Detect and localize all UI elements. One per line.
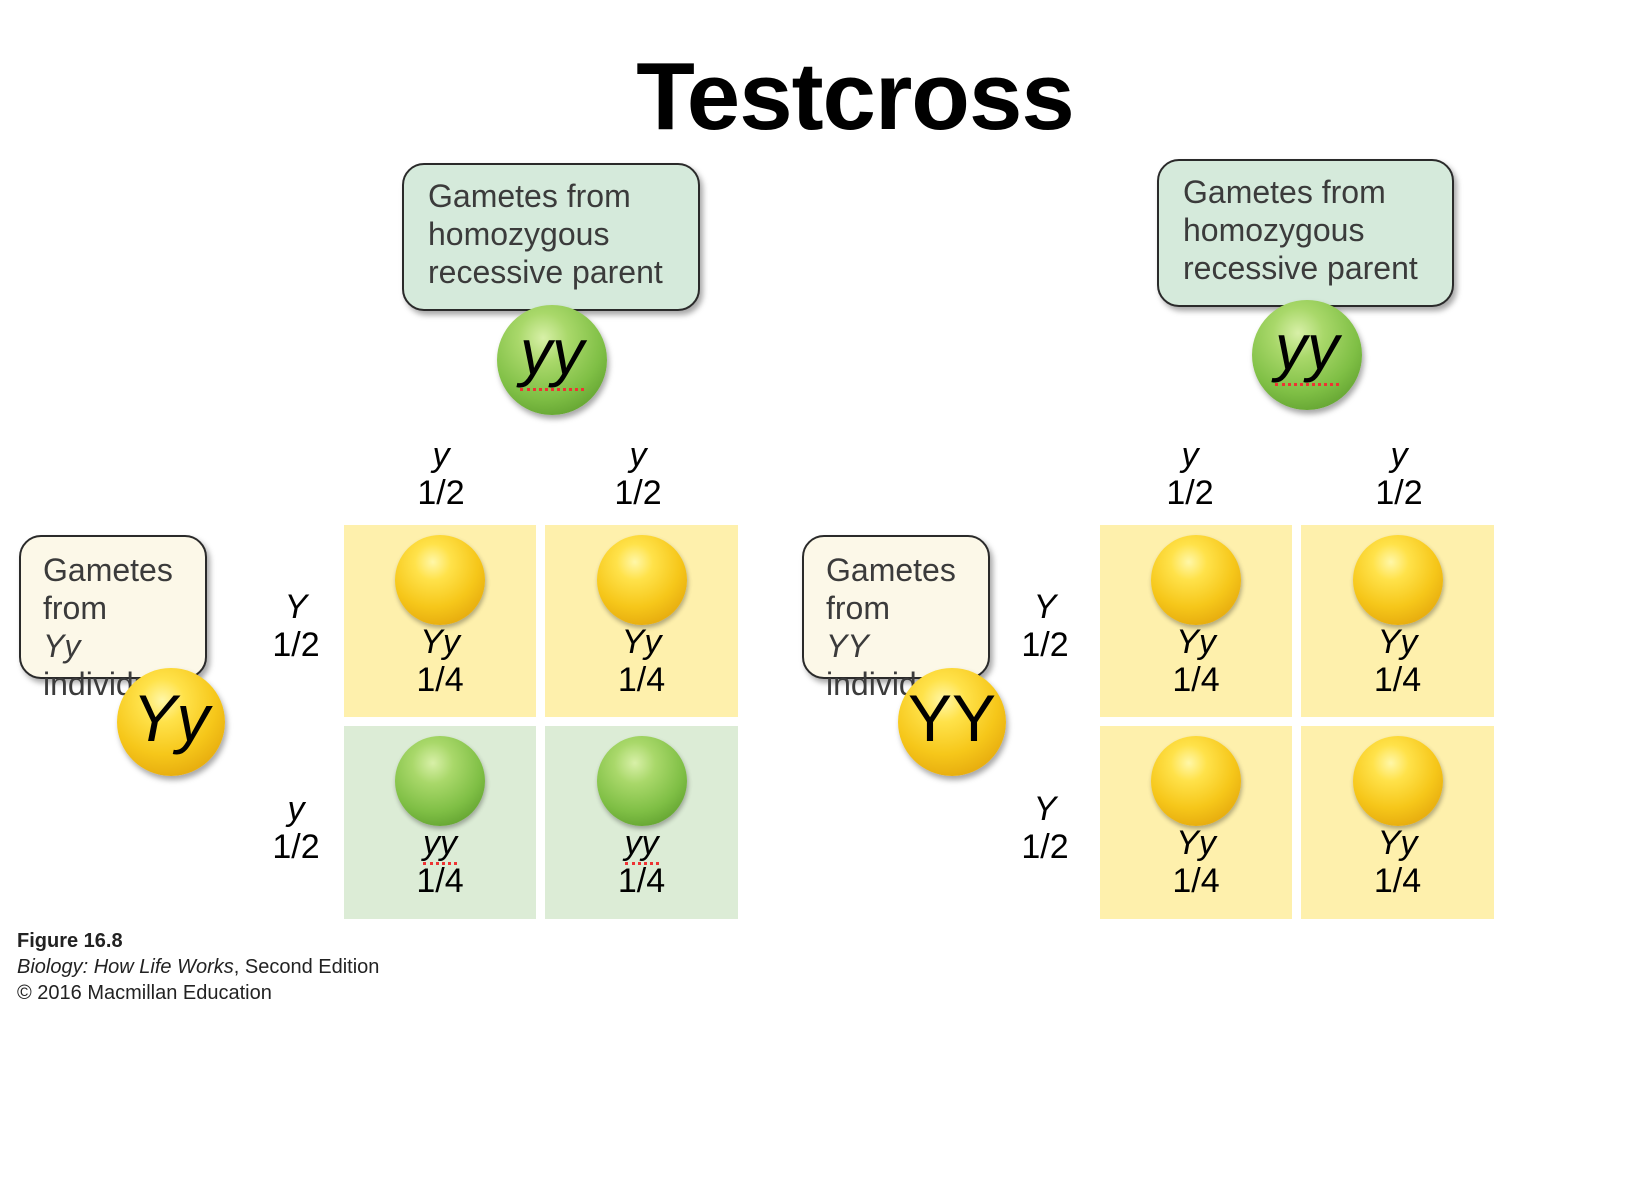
pea-yellow — [395, 535, 485, 625]
callout-line: homozygous — [1183, 212, 1365, 248]
cell-frequency: 1/4 — [416, 661, 464, 699]
side-parent-pea-left: Yy — [117, 668, 225, 776]
pea-yellow — [1151, 535, 1241, 625]
col-header: y 1/2 — [1375, 436, 1423, 512]
pea-yellow — [1352, 736, 1443, 826]
cell-genotype: Yy — [1176, 824, 1216, 862]
top-gamete-callout-left: Gametes from homozygous recessive parent — [402, 163, 700, 311]
top-parent-genotype-right: yy — [1275, 311, 1339, 386]
callout-line: from Yy — [43, 590, 107, 664]
punnett-cell: Yy 1/4 — [1100, 726, 1292, 919]
row-header: Y 1/2 — [272, 588, 320, 664]
cell-frequency: 1/4 — [1373, 862, 1422, 900]
punnett-cell: yy 1/4 — [344, 726, 536, 919]
side-parent-genotype-right: YY — [907, 681, 997, 755]
callout-line: Gametes — [826, 552, 956, 588]
pea-green — [596, 736, 687, 826]
figure-copyright: © 2016 Macmillan Education — [17, 982, 272, 1004]
col-header: y 1/2 — [614, 436, 662, 512]
cell-frequency: 1/4 — [1172, 862, 1220, 900]
top-parent-pea-left: yy — [497, 305, 607, 415]
row-header: Y 1/2 — [1021, 588, 1069, 664]
callout-line: Gametes from — [428, 178, 631, 214]
cell-frequency: 1/4 — [1172, 661, 1220, 699]
cell-frequency: 1/4 — [617, 661, 666, 699]
callout-line: Gametes — [43, 552, 173, 588]
punnett-cell: yy 1/4 — [545, 726, 738, 919]
col-header: y 1/2 — [1166, 436, 1214, 512]
callout-line: from YY — [826, 590, 890, 664]
pea-yellow — [1151, 736, 1241, 826]
pea-yellow — [596, 535, 687, 625]
punnett-cell: Yy 1/4 — [344, 525, 536, 717]
row-header: y 1/2 — [272, 790, 320, 866]
punnett-cell: Yy 1/4 — [1301, 726, 1494, 919]
cell-genotype: yy — [344, 824, 536, 865]
callout-line: homozygous — [428, 216, 610, 252]
page-title: Testcross — [636, 43, 1074, 150]
punnett-cell: Yy 1/4 — [1100, 525, 1292, 717]
side-parent-pea-right: YY — [898, 668, 1006, 776]
callout-line: Gametes from — [1183, 174, 1386, 210]
cell-frequency: 1/4 — [617, 862, 666, 900]
cell-genotype: Yy — [420, 623, 460, 661]
row-header: Y 1/2 — [1021, 790, 1069, 866]
side-gamete-callout-left: Gametes from Yy individual — [19, 535, 207, 702]
top-parent-pea-right: yy — [1252, 300, 1362, 410]
pea-yellow — [1352, 535, 1443, 625]
cell-frequency: 1/4 — [1373, 661, 1422, 699]
col-header: y 1/2 — [417, 436, 465, 512]
figure-source: Biology: How Life Works, Second Edition — [17, 956, 380, 978]
cell-genotype: Yy — [621, 623, 662, 661]
cell-genotype: Yy — [1176, 623, 1216, 661]
callout-line: recessive parent — [428, 254, 663, 290]
top-gamete-callout-right: Gametes from homozygous recessive parent — [1157, 159, 1454, 307]
cell-genotype: yy — [545, 824, 738, 865]
side-parent-genotype-left: Yy — [132, 681, 210, 755]
cell-genotype: Yy — [1377, 623, 1418, 661]
punnett-cell: Yy 1/4 — [1301, 525, 1494, 717]
top-parent-genotype-left: yy — [520, 316, 584, 391]
figure-number: Figure 16.8 — [17, 930, 123, 952]
side-gamete-callout-right: Gametes from YY individual — [802, 535, 990, 702]
cell-genotype: Yy — [1377, 824, 1418, 862]
cell-frequency: 1/4 — [416, 862, 464, 900]
punnett-cell: Yy 1/4 — [545, 525, 738, 717]
callout-line: recessive parent — [1183, 250, 1418, 286]
pea-green — [395, 736, 485, 826]
